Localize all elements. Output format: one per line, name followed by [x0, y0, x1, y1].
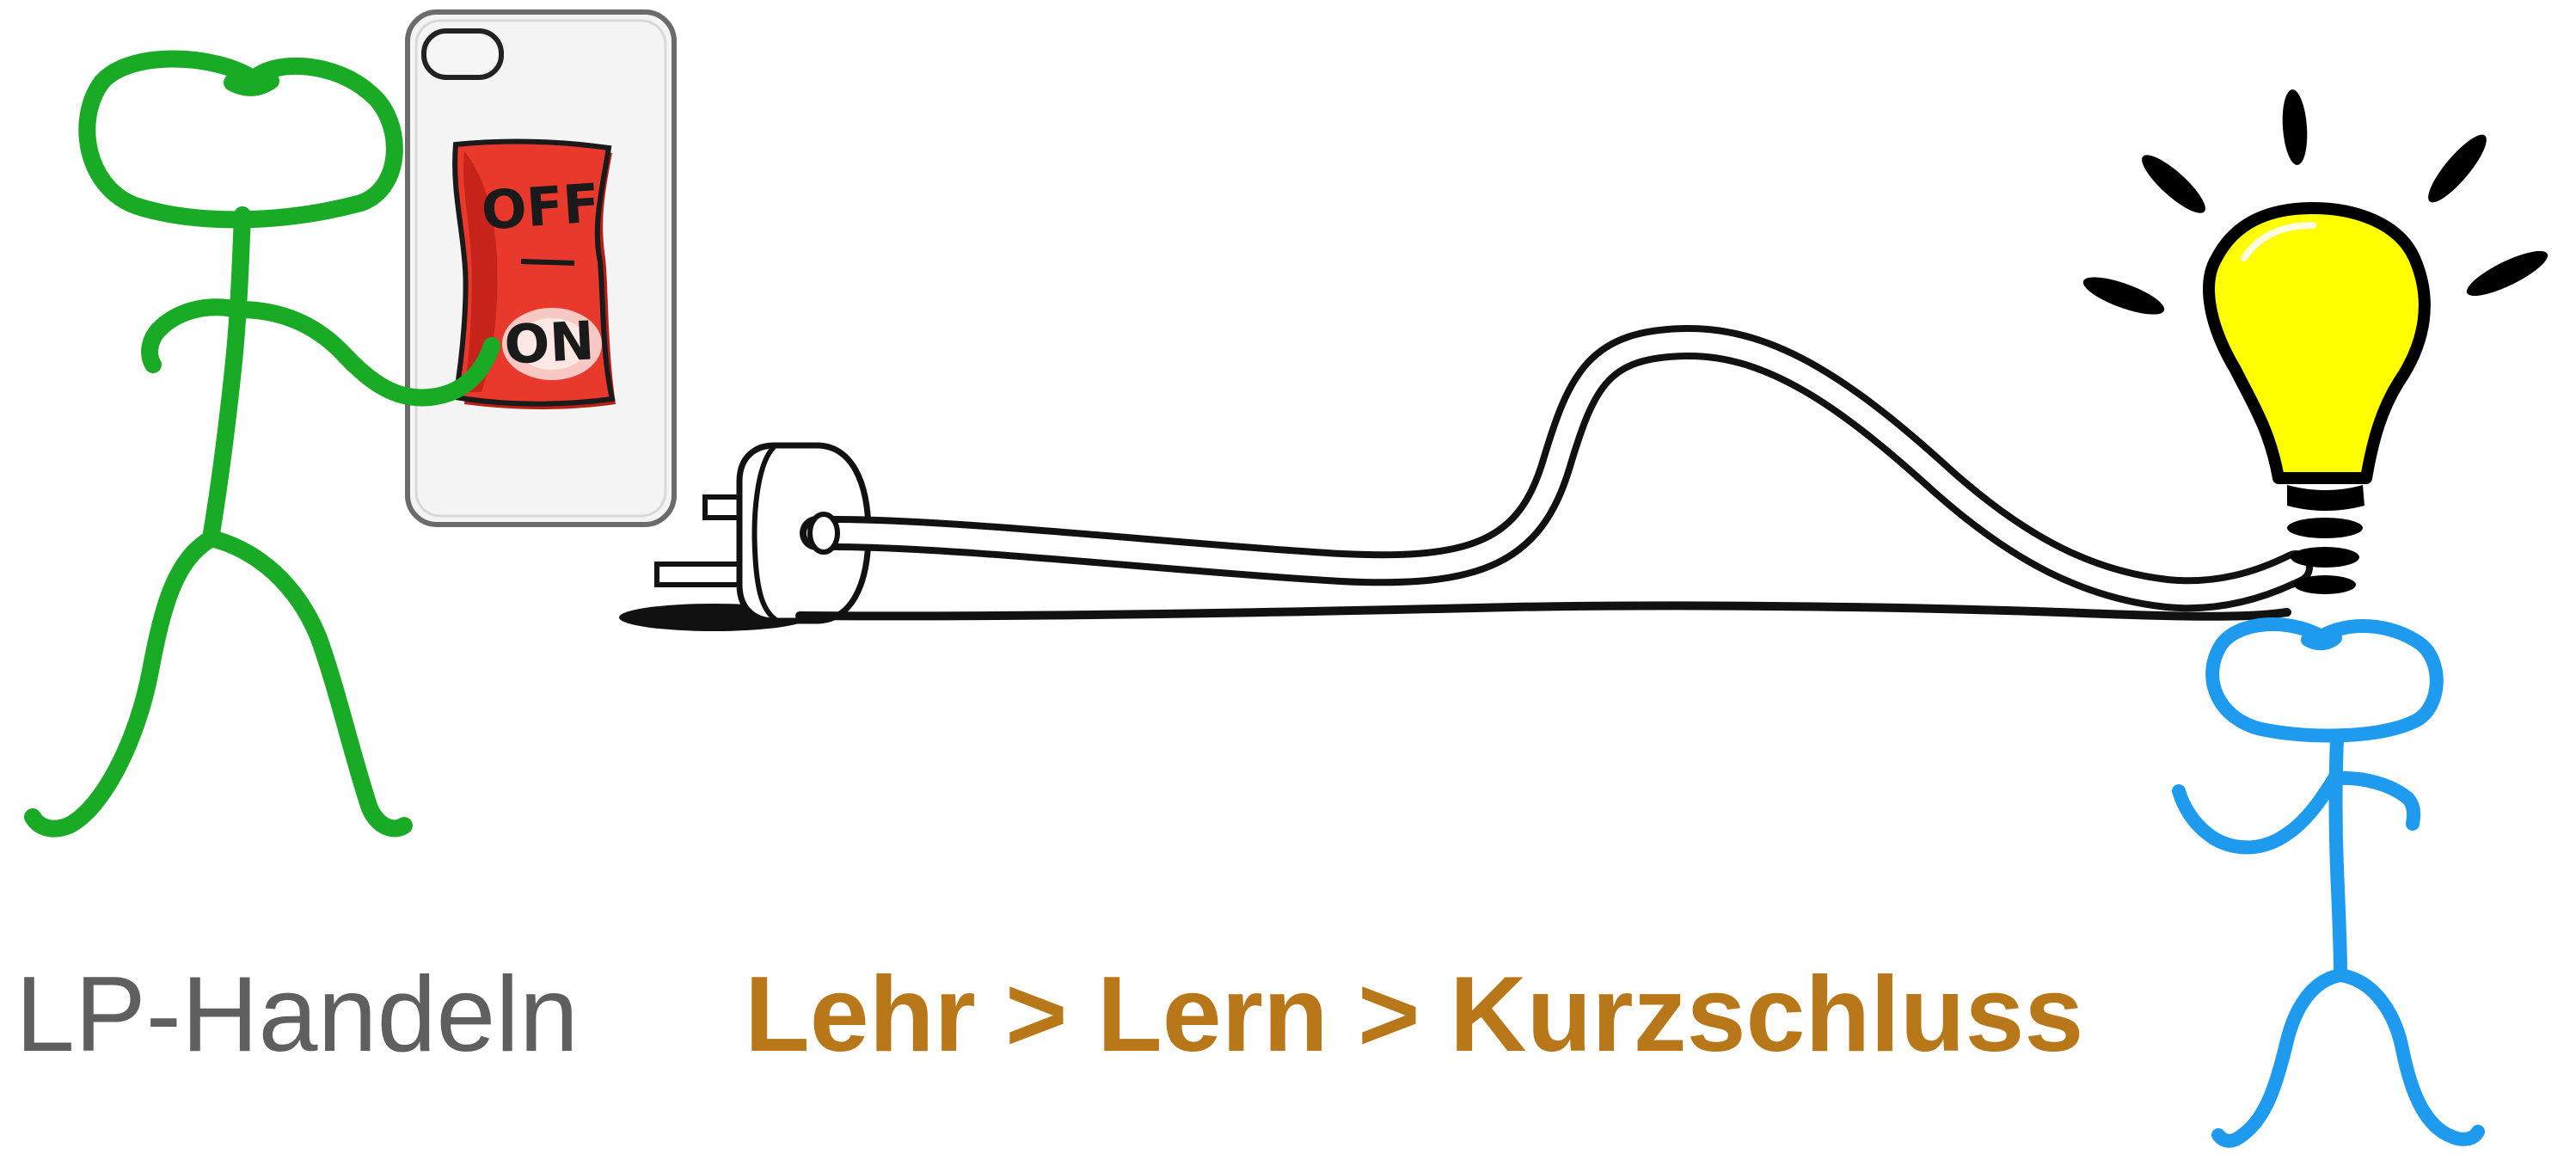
learner-leg-right [2340, 975, 2478, 1139]
bulb-ray [2420, 128, 2494, 210]
learner-arm-left [2179, 774, 2337, 847]
power-cable-icon [800, 342, 2296, 617]
bulb-thread-1 [2287, 518, 2363, 538]
switch-divider [521, 261, 574, 263]
learner-head-dip [2308, 638, 2335, 643]
bulb-ray [2079, 270, 2168, 322]
cable-floor-shadow [800, 605, 2287, 616]
bulb-thread-3 [2294, 575, 2356, 594]
bulb-filament-base [2287, 485, 2364, 511]
bulb-ray [2462, 243, 2553, 304]
learner-stick-figure-icon [2179, 624, 2478, 1141]
light-bulb-icon [2079, 89, 2553, 594]
bulb-ray [2135, 147, 2212, 220]
bulb-ray [2280, 89, 2309, 166]
learner-arm-right [2339, 778, 2413, 824]
teacher-neck-body [212, 215, 242, 533]
teacher-arm-left [150, 307, 236, 365]
bulb-glass [2209, 208, 2425, 478]
bulb-thread-2 [2291, 547, 2359, 568]
caption-short-circuit: Lehr > Lern > Kurzschluss [745, 961, 2083, 1068]
teacher-leg-right [212, 538, 404, 828]
switch-on-label: ON [503, 309, 596, 376]
switch-off-label: OFF [479, 171, 601, 242]
caption-lp-handeln: LP-Handeln [15, 961, 579, 1068]
teacher-head-dip [232, 81, 271, 88]
plug-prong-bottom [657, 564, 741, 585]
camera-icon [424, 31, 501, 77]
learner-leg-left [2218, 975, 2340, 1141]
phone-switch-icon: OFF ON [408, 12, 674, 525]
plug-prong-top [705, 497, 741, 518]
teacher-leg-left [33, 538, 212, 829]
cable-plug-end [810, 514, 837, 552]
